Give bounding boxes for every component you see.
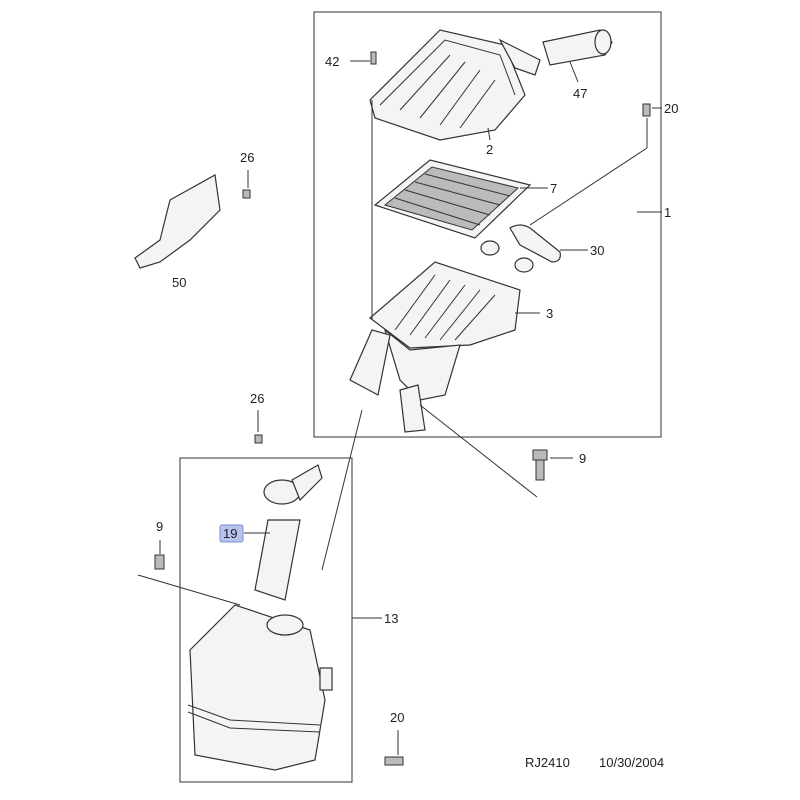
- bolt-26-lower-part[interactable]: [254, 434, 263, 444]
- air-cleaner-housing-part[interactable]: [349, 261, 521, 433]
- callout-2: 2: [486, 142, 493, 157]
- intake-hose-part[interactable]: [254, 464, 323, 601]
- bracket-30-part[interactable]: [480, 224, 561, 273]
- callout-19-highlight: [219, 524, 244, 543]
- assembly-box-lower: [179, 457, 353, 783]
- air-filter-part[interactable]: [373, 159, 532, 239]
- intake-duct-part[interactable]: [542, 29, 613, 66]
- leader-lines: [137, 60, 662, 755]
- callout-20-upper: 20: [664, 101, 678, 116]
- callout-13: 13: [384, 611, 398, 626]
- callout-3: 3: [546, 306, 553, 321]
- bolt-42-part[interactable]: [370, 51, 377, 65]
- callout-47: 47: [573, 86, 587, 101]
- drawing-code: RJ2410: [525, 755, 570, 770]
- callout-1: 1: [664, 205, 671, 220]
- callout-9-upper: 9: [579, 451, 586, 466]
- callout-50: 50: [172, 275, 186, 290]
- callout-26-lower: 26: [250, 391, 264, 406]
- bracket-50-part[interactable]: [134, 174, 251, 269]
- callout-7: 7: [550, 181, 557, 196]
- callout-30: 30: [590, 243, 604, 258]
- air-cleaner-cover-part[interactable]: [369, 29, 541, 141]
- drawing-date: 10/30/2004: [599, 755, 664, 770]
- callout-42: 42: [325, 54, 339, 69]
- bolt-9-upper-part[interactable]: [532, 449, 548, 481]
- bolt-20-upper-part[interactable]: [642, 103, 651, 117]
- callout-26-upper: 26: [240, 150, 254, 165]
- resonator-part[interactable]: [154, 554, 404, 771]
- assembly-box-upper: [313, 11, 662, 438]
- callout-19[interactable]: 19: [223, 526, 237, 541]
- callout-9-lower: 9: [156, 519, 163, 534]
- callout-20-lower: 20: [390, 710, 404, 725]
